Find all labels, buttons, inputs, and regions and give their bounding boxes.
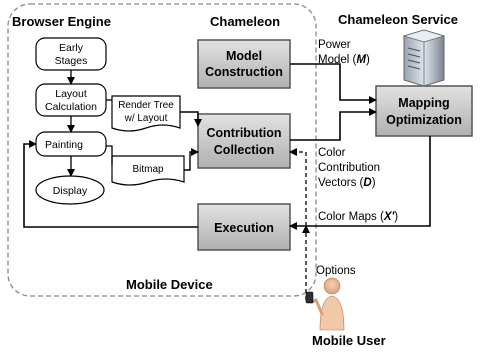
layout-calculation-label-1: Layout <box>55 88 87 100</box>
mobile-device-title: Mobile Device <box>126 277 213 292</box>
chameleon-service-title: Chameleon Service <box>338 12 458 27</box>
mobile-device-container <box>7 3 317 297</box>
options-label: Options <box>316 265 356 277</box>
model-construction-box <box>197 39 291 89</box>
color-maps-label: Color Maps (X') <box>318 211 398 223</box>
power-model-label-2: Model (M) <box>318 54 370 66</box>
color-contribution-label-3: Vectors (D) <box>318 177 376 189</box>
arrow-options-to-contribution <box>289 148 307 226</box>
execution-label: Execution <box>214 221 274 235</box>
power-model-label-1: Power <box>318 39 351 51</box>
early-stages-label-1: Early <box>59 42 84 54</box>
mobile-user-icon <box>305 277 345 331</box>
execution-box <box>197 203 291 251</box>
render-tree-document <box>111 95 181 132</box>
mapping-optimization-label-2: Optimization <box>386 113 462 127</box>
arrow-bitmap-to-contribution <box>184 148 199 171</box>
arrow-color-maps <box>289 136 431 230</box>
render-tree-label-1: Render Tree <box>118 100 174 111</box>
mapping-optimization-box <box>375 85 473 137</box>
bitmap-document <box>111 155 185 186</box>
arrow-painting-to-bitmap <box>106 145 113 165</box>
layout-calculation-label-2: Calculation <box>45 101 97 113</box>
model-construction-label-2: Construction <box>205 65 283 79</box>
server-icon <box>402 29 446 87</box>
painting-label: Painting <box>45 139 83 151</box>
display-label: Display <box>53 185 88 197</box>
chameleon-title: Chameleon <box>210 14 280 29</box>
arrow-power-model <box>290 63 377 104</box>
contribution-collection-box <box>197 113 291 169</box>
mobile-user-title: Mobile User <box>312 333 386 348</box>
bitmap-label: Bitmap <box>132 164 164 175</box>
color-contribution-label-1: Color <box>318 147 346 159</box>
arrow-rendertree-to-contribution <box>180 111 202 127</box>
browser-engine-title: Browser Engine <box>12 14 111 29</box>
contribution-collection-label-2: Collection <box>214 143 274 157</box>
early-stages-label-2: Stages <box>55 55 88 67</box>
arrow-execution-to-painting <box>23 140 198 228</box>
mapping-optimization-label-1: Mapping <box>398 96 449 110</box>
color-contribution-label-2: Contribution <box>318 162 380 174</box>
render-tree-label-2: w/ Layout <box>124 113 168 124</box>
contribution-collection-label-1: Contribution <box>207 126 282 140</box>
arrow-color-contribution <box>290 108 377 141</box>
model-construction-label-1: Model <box>226 49 262 63</box>
